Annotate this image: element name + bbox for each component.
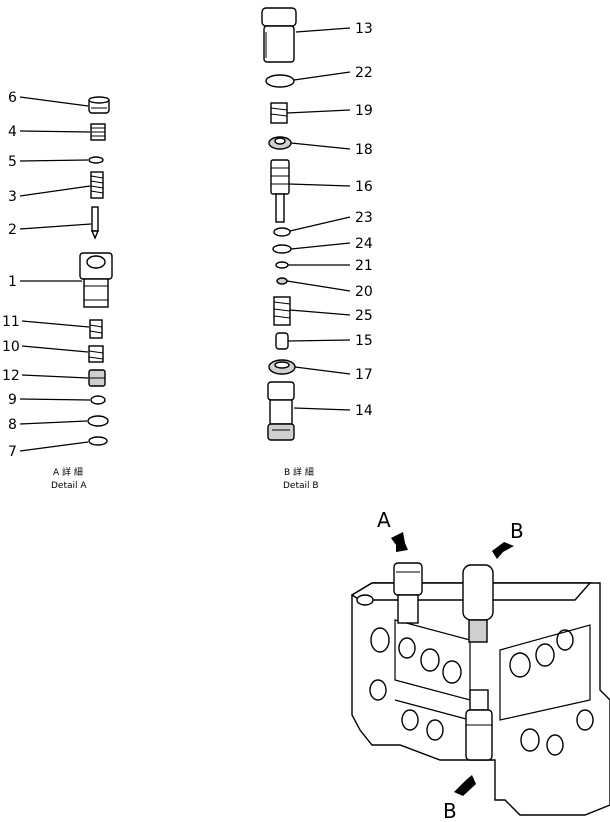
part-12-plug [88,369,106,387]
part-23-o-ring [273,227,291,237]
callout-5: 5 [8,154,17,170]
part-8-o-ring [87,415,109,427]
callout-13: 13 [355,21,373,37]
callout-20: 20 [355,284,373,300]
label-b-bottom: B [443,799,457,822]
callout-23: 23 [355,210,373,226]
part-22-o-ring [265,74,295,88]
part-25-spring [273,296,291,326]
detail-b-caption-cjk: B 詳 細 [284,466,314,478]
callout-17: 17 [355,367,373,383]
part-10-seat [88,345,104,363]
part-24-ring [272,244,292,254]
part-16-spool [270,159,290,223]
part-1-body [79,252,113,308]
assembly-valve-b-top [462,564,494,643]
part-9-o-ring [90,395,106,405]
part-13-cap [261,7,297,63]
callout-8: 8 [8,417,17,433]
assembly-valve-a [393,562,423,624]
detail-b-caption: Detail B [283,481,319,491]
label-a: A [377,508,391,532]
callout-16: 16 [355,179,373,195]
part-2-pin [90,206,100,240]
callout-12: 12 [2,368,20,384]
callout-1: 1 [8,274,17,290]
valve-assembly: A B B [350,508,610,822]
part-18-retainer [268,136,292,150]
callout-6: 6 [8,90,17,106]
part-21-o-ring [275,261,289,269]
callout-24: 24 [355,236,373,252]
callout-15: 15 [355,333,373,349]
callout-11: 11 [2,314,20,330]
callout-19: 19 [355,103,373,119]
callout-10: 10 [2,339,20,355]
part-17-seat [268,359,296,375]
detail-a-caption-cjk: A 詳 細 [53,466,83,478]
detail-a-group: 6 4 5 3 2 1 11 10 12 9 8 7 A 詳 細 Detail … [2,90,113,491]
callout-3: 3 [8,189,17,205]
part-7-backup-ring [88,436,108,446]
arrow-a [391,532,408,552]
callout-7: 7 [8,444,17,460]
part-14-sleeve [267,381,295,441]
callout-21: 21 [355,258,373,274]
assembly-valve-b-bottom [465,689,493,761]
detail-b-group: 13 22 19 18 16 23 24 21 20 25 15 17 14 B… [261,7,373,491]
part-15-poppet [275,332,289,350]
detail-a-caption: Detail A [51,481,87,491]
part-11-spring [89,319,103,339]
callout-22: 22 [355,65,373,81]
part-5-o-ring [88,156,104,164]
part-6-nut [88,96,110,114]
callout-9: 9 [8,392,17,408]
arrow-b-top [492,542,514,559]
callout-14: 14 [355,403,373,419]
callout-18: 18 [355,142,373,158]
callout-25: 25 [355,308,373,324]
callout-4: 4 [8,124,17,140]
part-3-spring [90,171,104,199]
callout-2: 2 [8,222,17,238]
label-b-top: B [510,519,524,543]
part-4-screw [90,123,106,141]
part-20-ball [276,277,288,285]
part-19-spring [270,102,288,124]
arrow-b-bottom [454,775,476,796]
